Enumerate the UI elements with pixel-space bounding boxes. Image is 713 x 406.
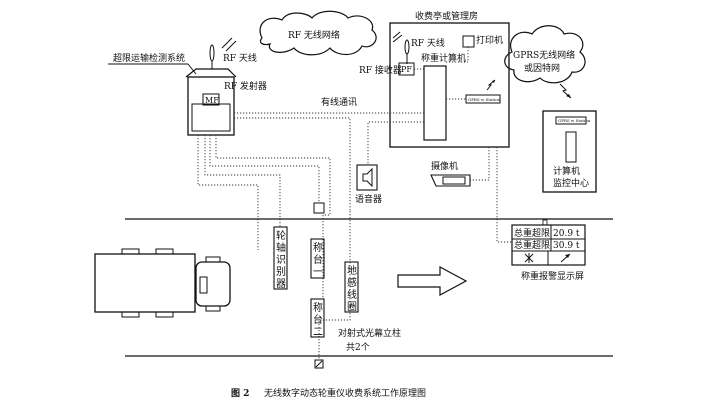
- gprs-station-1-label: GPRS w Station: [468, 97, 501, 102]
- caption-number: 图 2: [231, 388, 249, 399]
- svg-text:台: 台: [313, 253, 323, 266]
- sensor-box: [313, 202, 325, 214]
- truck-icon: [94, 248, 231, 318]
- svg-text:地: 地: [347, 264, 357, 277]
- rf-antenna-right-label: RF 天线: [411, 37, 445, 49]
- svg-text:称: 称: [313, 241, 323, 254]
- printer-label: 打印机: [476, 34, 503, 46]
- arrow-icon: [560, 253, 571, 263]
- printer-icon: [462, 35, 475, 48]
- svg-text:称: 称: [313, 301, 323, 314]
- svg-text:二: 二: [313, 327, 323, 338]
- gprs-cloud: GPRS无线网络 或因特网: [504, 25, 586, 84]
- light-curtain-label-1: 对射式光幕立柱: [338, 327, 401, 339]
- svg-text:器: 器: [276, 278, 286, 290]
- cross-icon: [524, 253, 534, 263]
- scale-platform-1: 称 台 一: [310, 238, 325, 279]
- pf-label: PF: [401, 65, 412, 74]
- mf-label: MF: [205, 96, 219, 105]
- gprs-station-2-label: GPRS w Station: [558, 118, 591, 123]
- light-curtain-post: 对射式光幕立柱 共2个: [314, 327, 401, 369]
- display-row1-label: 总重超限: [514, 227, 550, 239]
- camera-label: 摄像机: [431, 160, 458, 172]
- svg-text:一: 一: [313, 267, 323, 278]
- toll-booth: 收费亭或管理房 RF 天线 打印机 称重计算机 RF 接收器 PF GPRS w…: [359, 10, 510, 148]
- wired-communication: 有线通讯: [197, 96, 513, 360]
- svg-text:感: 感: [347, 276, 357, 289]
- direction-arrow-icon: [397, 265, 468, 297]
- figure-caption: 图 2 无线数字动态轮重仪收费系统工作原理图: [231, 387, 426, 399]
- rf-antenna-left-icon: [209, 44, 215, 62]
- caption-text: 无线数字动态轮重仪收费系统工作原理图: [264, 387, 426, 399]
- svg-text:圈: 圈: [347, 301, 357, 313]
- svg-text:台: 台: [313, 313, 323, 326]
- weighing-computer-label: 称重计算机: [421, 52, 466, 64]
- display-row2-value: 30.9 t: [553, 241, 580, 251]
- gprs-cloud-label-1: GPRS无线网络: [513, 49, 575, 61]
- rf-antenna-left-label: RF 天线: [223, 52, 257, 64]
- overlimit-detection-system: 超限运输检测系统 MF RF 天线 RF 发射器: [108, 37, 267, 136]
- speaker: 语音器: [355, 164, 382, 205]
- ground-sensing-coil: 地 感 线 圈: [344, 261, 359, 313]
- weighing-computer-icon: [423, 65, 447, 141]
- monitor-computer-icon: [565, 131, 577, 163]
- rf-wireless-label: RF 无线网络: [288, 29, 340, 41]
- rf-transmitter-label: RF 发射器: [224, 80, 267, 92]
- overlimit-system-label: 超限运输检测系统: [113, 52, 185, 64]
- axle-identifier: 轮 轴 识 别 器: [273, 226, 288, 290]
- svg-text:轮: 轮: [276, 229, 286, 242]
- speaker-label: 语音器: [355, 193, 382, 205]
- display-row2-label: 总重超限: [514, 239, 550, 251]
- display-caption: 称重报警显示屏: [521, 270, 584, 282]
- remote-label-2: 监控中心: [553, 177, 589, 189]
- rf-antenna-right-icon: [404, 39, 410, 55]
- svg-text:别: 别: [276, 266, 286, 278]
- toll-booth-label: 收费亭或管理房: [415, 10, 478, 22]
- rf-receiver-label: RF 接收器: [359, 64, 402, 76]
- camera: 摄像机: [430, 160, 471, 187]
- svg-text:轴: 轴: [276, 241, 286, 254]
- display-row1-value: 20.9 t: [553, 229, 580, 239]
- rf-wireless-cloud: RF 无线网络: [259, 10, 377, 56]
- svg-text:线: 线: [347, 288, 357, 301]
- remote-monitoring-center: GPRS w Station 计算机 监控中心: [542, 83, 597, 193]
- scale-platform-2: 称 台 二: [310, 298, 325, 338]
- gprs-cloud-label-2: 或因特网: [524, 62, 560, 74]
- svg-text:识: 识: [276, 254, 286, 266]
- remote-label-1: 计算机: [553, 165, 580, 177]
- light-curtain-label-2: 共2个: [346, 342, 370, 353]
- wired-comm-label: 有线通讯: [321, 96, 357, 108]
- weighing-alarm-display: 总重超限 20.9 t 总重超限 30.9 t 称重报警显示屏: [511, 219, 586, 282]
